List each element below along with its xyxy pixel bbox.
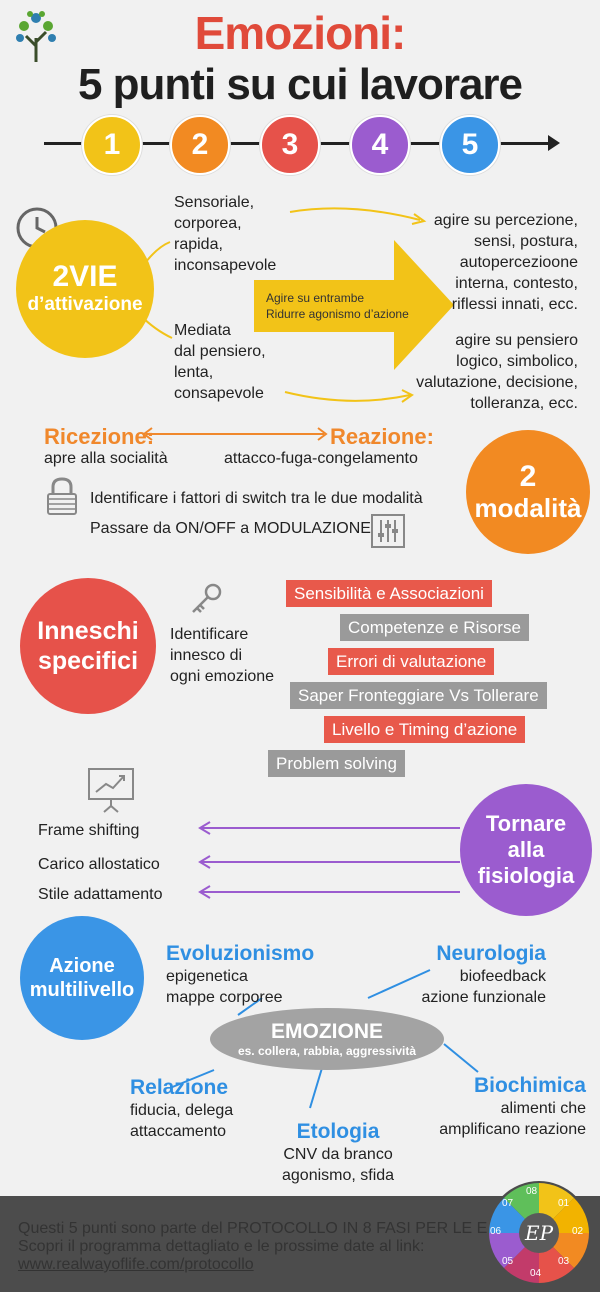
key-icon [188,582,224,618]
logo-num-01: 01 [558,1198,570,1209]
emotion-title: EMOZIONE [270,1019,383,1043]
logo-num-02: 02 [572,1226,584,1237]
big-yellow-arrow-icon [254,240,454,370]
reazione-sub: attacco-fuga-congelamento [224,450,418,467]
lock-icon [44,476,80,516]
tree-logo-icon [12,8,60,64]
number-5: 5 [440,115,500,175]
logo-num-05: 05 [502,1256,514,1267]
multilevel-line2: multilivello [29,979,135,1001]
ricezione-heading: Ricezione: [44,424,155,449]
pill-competenze: Competenze e Risorse [340,614,529,641]
equalizer-icon [370,513,406,549]
pill-problem-solving: Problem solving [268,750,405,777]
multilevel-circle: Azione multilivello [20,916,144,1040]
evoluzionismo-block: Evoluzionismo epigenetica mappe corporee [166,942,315,1006]
triggers-line1: Inneschi [37,617,139,645]
title-line1: Emozioni: [194,7,407,59]
biochimica-block: Biochimica alimenti che amplificano reaz… [439,1074,586,1138]
footer-text: Questi 5 punti sono parte del PROTOCOLLO… [18,1220,556,1274]
two-ways-title: 2VIE [52,260,118,293]
number-1: 1 [82,115,142,175]
physiology-line2: alla [507,837,545,862]
carico-allostatico: Carico allostatico [38,856,160,873]
physiology-line1: Tornare [485,811,567,836]
number-2: 2 [170,115,230,175]
footer-line1: Questi 5 punti sono parte del PROTOCOLLO… [18,1220,556,1237]
multilevel-line1: Azione [49,955,115,977]
stile-adattamento: Stile adattamento [38,886,163,903]
logo-num-07: 07 [502,1198,514,1209]
switch-text: Identificare i fattori di switch tra le … [90,490,423,507]
frame-shifting: Frame shifting [38,822,140,839]
emotion-ellipse: EMOZIONE es. collera, rabbia, aggressivi… [210,1008,444,1070]
two-ways-circle: 2VIE d’attivazione [16,220,154,358]
emotion-subtitle: es. collera, rabbia, aggressività [237,1043,417,1058]
chart-board-icon [86,766,136,814]
footer-link[interactable]: www.realwayoflife.com/protocollo [18,1256,254,1273]
pill-errori: Errori di valutazione [328,648,495,675]
footer-line2: Scopri il programma dettagliato e le pro… [18,1238,425,1255]
ep-protocol-logo-icon: EP 08 01 02 03 04 05 06 07 [486,1180,592,1286]
two-ways-subtitle: d’attivazione [27,294,143,315]
two-modes-label: modalità [474,493,582,523]
etologia-block: Etologia CNV da branco agonismo, sfida [282,1120,395,1184]
ricezione-sub: apre alla socialità [44,450,168,467]
pill-livello: Livello e Timing d’azione [324,716,526,743]
physiology-circle: Tornare alla fisiologia [460,784,592,916]
number-4: 4 [350,115,410,175]
logo-num-03: 03 [558,1256,570,1267]
triggers-line2: specifici [37,647,139,675]
purple-arrows [198,821,460,899]
neurologia-block: Neurologia biofeedback azione funzionale [421,942,546,1006]
number-3: 3 [260,115,320,175]
timeline-arrow-icon [548,135,560,151]
two-modes-circle: 2 modalità [466,430,590,554]
path1-text: Sensoriale,corporea,rapida,inconsapevole [174,194,277,274]
relazione-block: Relazione fiducia, delega attaccamento [130,1076,234,1140]
two-modes-number: 2 [519,460,537,493]
ep-logo-text: EP [524,1221,554,1245]
pill-fronteggiare: Saper Fronteggiare Vs Tollerare [290,682,547,709]
multilevel-lines [169,969,479,1109]
modulation-text: Passare da ON/OFF a MODULAZIONE [90,520,371,537]
logo-num-08: 08 [526,1186,538,1197]
physiology-line3: fisiologia [477,863,575,888]
reazione-heading: Reazione: [330,424,434,449]
triggers-circle: Inneschi specifici [20,578,156,714]
right-text-1: agire su percezione,sensi, postura,autop… [433,212,578,313]
logo-num-06: 06 [490,1226,502,1237]
pill-sensibilita: Sensibilità e Associazioni [286,580,492,607]
double-arrow-icon [142,427,328,441]
logo-num-04: 04 [530,1268,542,1279]
title-line2: 5 punti su cui lavorare [77,60,523,109]
